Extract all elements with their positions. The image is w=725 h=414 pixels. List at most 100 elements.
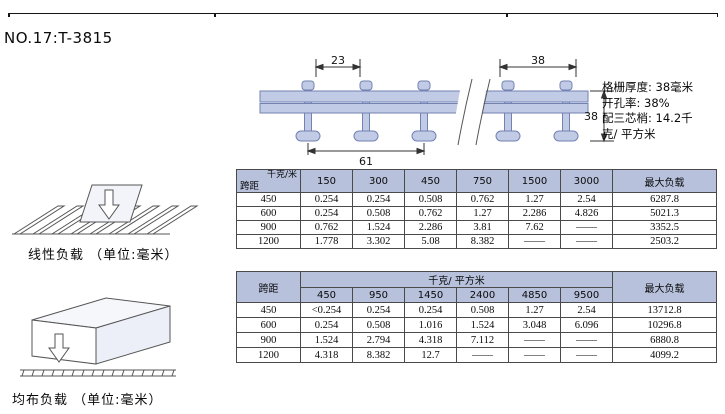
table-row: 450 0.254 0.254 0.508 0.762 1.27 2.54 62… [236,192,717,207]
col-header: 3000 [560,169,613,193]
cell: 6.096 [560,317,613,333]
dim-label-23: 23 [331,55,345,67]
grating-cross-section-diagram: 23 38 61 38 [259,55,614,168]
cell: 1.778 [300,234,353,249]
table-row: 1200 4.318 8.382 12.7 —— —— —— 4099.2 [236,347,717,363]
cell: 8.382 [352,347,405,363]
col-header: 300 [352,169,405,193]
cell: 2.286 [404,220,457,235]
max-cell: 2503.2 [612,234,717,249]
max-cell: 3352.5 [612,220,717,235]
table-row: 450 <0.254 0.254 0.254 0.508 1.27 2.54 1… [236,302,717,318]
cell: 1.524 [300,332,353,348]
span-cell: 600 [236,317,301,333]
span-cell: 1200 [236,347,301,363]
col-header: 1500 [508,169,561,193]
cell: —— [560,220,613,235]
table-row: 600 0.254 0.508 0.762 1.27 2.286 4.826 5… [236,206,717,221]
table-header-row: 千克/米 跨距 150 300 450 750 1500 3000 最大负载 [236,169,717,193]
span-cell: 450 [236,302,301,318]
spec-line: 开孔率: 38% [602,95,670,110]
linear-load-caption: 线性负载 （单位:毫米） [28,248,179,263]
span-cell: 600 [236,206,301,221]
uniform-load-illustration [20,297,176,377]
span-header: 跨距 [236,271,301,303]
base-grating [20,369,176,377]
cell: 1.27 [456,206,509,221]
dim-label-38-right: 38 [584,110,598,123]
table-row: 600 0.254 0.508 1.016 1.524 3.048 6.096 … [236,317,717,333]
box-side-face [95,305,171,365]
down-arrow-icon [48,333,70,363]
dimension-lines [306,59,614,155]
bearing-bars [259,80,589,142]
col-header: 450 [300,287,353,303]
cell: 0.254 [352,192,405,207]
cell: 2.54 [560,192,613,207]
dim-label-61: 61 [359,155,373,168]
box-front-face [31,319,97,365]
col-header: 2400 [456,287,509,303]
cell: 2.794 [352,332,405,348]
cell: 2.54 [560,302,613,318]
cell: 3.302 [352,234,405,249]
col-header: 4850 [508,287,561,303]
max-cell: 6880.8 [612,332,717,348]
max-cell: 4099.2 [612,347,717,363]
down-arrow-icon [98,189,120,220]
cell: 4.318 [404,332,457,348]
span-cell: 1200 [236,234,301,249]
cell: 5.08 [404,234,457,249]
max-load-header: 最大负载 [612,271,717,303]
table-header-row: 跨距 千克/ 平方米 最大负载 [236,271,717,303]
max-cell: 13712.8 [612,302,717,318]
corner-span: 跨距 [240,181,260,192]
cell: 0.508 [456,302,509,318]
col-header: 450 [404,169,457,193]
col-header: 1450 [404,287,457,303]
linear-load-table: 千克/米 跨距 150 300 450 750 1500 3000 最大负载 4… [236,169,717,249]
cell: 0.254 [300,317,353,333]
cell: —— [456,347,509,363]
cell: —— [560,332,613,348]
cell: 0.762 [404,206,457,221]
cell: 1.524 [456,317,509,333]
cell: 1.27 [508,192,561,207]
table-row: 900 1.524 2.794 4.318 7.112 —— —— 6880.8 [236,332,717,348]
rule-tick [214,13,216,17]
uniform-load-table: 跨距 千克/ 平方米 最大负载 450 950 1450 2400 4850 9… [236,271,717,363]
max-load-header: 最大负载 [612,169,717,193]
cell: 7.112 [456,332,509,348]
cell: 0.508 [404,192,457,207]
cell: 3.81 [456,220,509,235]
cell: 3.048 [508,317,561,333]
cell: 0.254 [300,206,353,221]
rule-tick [8,13,10,17]
max-cell: 10296.8 [612,317,717,333]
cell: —— [508,332,561,348]
cell: —— [560,347,613,363]
span-cell: 900 [236,220,301,235]
table-row: 900 0.762 1.524 2.286 3.81 7.62 —— 3352.… [236,220,717,235]
page-title: NO.17:T-3815 [4,29,113,47]
col-header: 750 [456,169,509,193]
cell: —— [508,347,561,363]
max-cell: 5021.3 [612,206,717,221]
cell: 2.286 [508,206,561,221]
cell: 0.762 [456,192,509,207]
cell: 0.254 [352,302,405,318]
linear-load-illustration [12,184,199,235]
cell: —— [560,234,613,249]
rule-tick [506,13,508,17]
table-row: 1200 1.778 3.302 5.08 8.382 —— —— 2503.2 [236,234,717,249]
spec-line: 配三芯梢: 14.2千 [602,111,693,125]
dim-label-38-top: 38 [531,55,545,67]
cell: 4.318 [300,347,353,363]
cell: 0.508 [352,317,405,333]
col-header: 150 [300,169,353,193]
break-marks [457,78,491,146]
cell: 4.826 [560,206,613,221]
cell: 0.508 [352,206,405,221]
cell: 0.762 [300,220,353,235]
cell: 1.524 [352,220,405,235]
